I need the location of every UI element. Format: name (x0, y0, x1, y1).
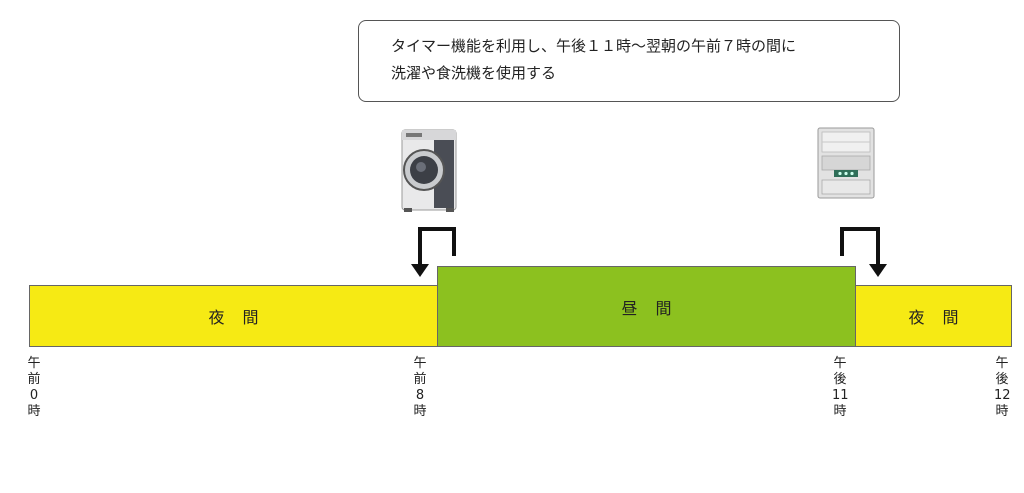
tick-char: 時 (412, 404, 428, 420)
tick-char: 0 (26, 388, 42, 404)
night-label-right: 夜間 (908, 304, 976, 328)
tick-midnight: 午 前 0 時 (26, 356, 42, 420)
day-label: 昼間 (621, 295, 689, 319)
tick-char: 時 (832, 404, 848, 420)
tick-char: 午 (412, 356, 428, 372)
night-band-right: 夜間 (855, 285, 1012, 347)
tick-char: 前 (26, 372, 42, 388)
tick-8am: 午 前 8 時 (412, 356, 428, 420)
tick-char: 時 (994, 404, 1010, 420)
day-band: 昼間 (437, 266, 856, 347)
tick-12pm: 午 後 12 時 (994, 356, 1010, 420)
tick-char: 午 (26, 356, 42, 372)
tick-char: 午 (832, 356, 848, 372)
tick-char: 後 (832, 372, 848, 388)
tick-char: 8 (412, 388, 428, 404)
tick-char: 後 (994, 372, 1010, 388)
tick-char: 12 (994, 388, 1010, 404)
tick-char: 午 (994, 356, 1010, 372)
tick-char: 11 (832, 388, 848, 404)
tick-char: 前 (412, 372, 428, 388)
night-label-left: 夜間 (208, 304, 276, 328)
tick-11pm: 午 後 11 時 (832, 356, 848, 420)
night-band-left: 夜間 (29, 285, 438, 347)
tick-char: 時 (26, 404, 42, 420)
